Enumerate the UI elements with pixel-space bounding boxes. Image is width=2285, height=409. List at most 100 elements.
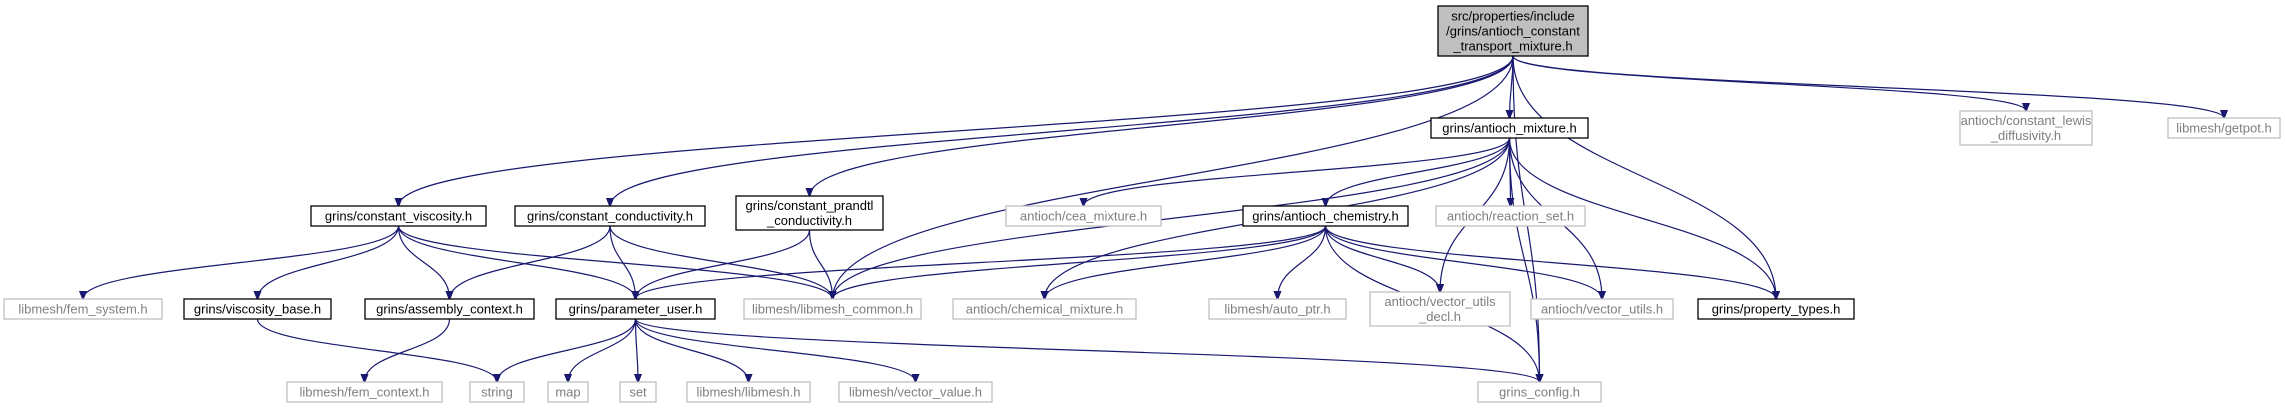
nodes-layer: src/properties/include/grins/antioch_con… xyxy=(3,5,2281,403)
node-box xyxy=(686,381,811,403)
edge-antioch_chemistry-to-vector_utils xyxy=(1324,225,1603,299)
edge-constant_viscosity-to-fem_system xyxy=(83,225,400,299)
edge-root-to-constant_prandtl xyxy=(810,55,1514,196)
node-box xyxy=(555,298,716,320)
node-antioch-lewis: antioch/constant_lewis_diffusivity.h xyxy=(1959,110,2093,146)
node-reaction-set: antioch/reaction_set.h xyxy=(1435,205,1586,227)
node-fem-context: libmesh/fem_context.h xyxy=(286,381,443,403)
node-label-line: grins/constant_prandtl xyxy=(746,198,874,213)
node-libmesh-common: libmesh/libmesh_common.h xyxy=(743,298,922,320)
node-label-line: antioch/reaction_set.h xyxy=(1447,209,1574,224)
node-box xyxy=(1208,298,1347,320)
edge-constant_viscosity-to-viscosity_base xyxy=(258,225,400,299)
node-label-line: grins/assembly_context.h xyxy=(376,302,523,317)
node-box xyxy=(743,298,922,320)
node-set: set xyxy=(619,381,657,403)
node-label-line: _conductivity.h xyxy=(766,213,852,228)
node-auto-ptr: libmesh/auto_ptr.h xyxy=(1208,298,1347,320)
node-label-line: libmesh/libmesh_common.h xyxy=(752,302,913,317)
edge-constant_viscosity-to-libmesh_common xyxy=(397,225,833,299)
node-box xyxy=(1437,5,1589,57)
node-box xyxy=(619,381,657,403)
edge-constant_conductivity-to-libmesh_common xyxy=(609,225,833,299)
node-box xyxy=(2167,117,2281,139)
edge-parameter_user-to-grins_config xyxy=(634,318,1540,382)
node-box xyxy=(735,195,884,231)
node-box xyxy=(3,298,163,320)
node-label-line: libmesh/fem_context.h xyxy=(299,385,429,400)
edge-parameter_user-to-string xyxy=(497,318,637,382)
node-label-line: antioch/constant_lewis xyxy=(1961,113,2092,128)
node-chemical-mixture: antioch/chemical_mixture.h xyxy=(952,298,1137,320)
node-box xyxy=(514,205,706,227)
node-box xyxy=(547,381,589,403)
node-constant-viscosity[interactable]: grins/constant_viscosity.h xyxy=(310,205,487,227)
node-box xyxy=(364,298,535,320)
node-label-line: libmesh/vector_value.h xyxy=(849,385,982,400)
node-label-line: _diffusivity.h xyxy=(1990,128,2061,143)
node-constant-prandtl[interactable]: grins/constant_prandtl_conductivity.h xyxy=(735,195,884,231)
node-fem-system: libmesh/fem_system.h xyxy=(3,298,163,320)
node-label-line: set xyxy=(629,385,647,400)
node-box xyxy=(1005,205,1162,227)
node-label-line: antioch/vector_utils.h xyxy=(1541,302,1663,317)
edge-constant_prandtl-to-parameter_user xyxy=(636,229,811,299)
node-constant-conductivity[interactable]: grins/constant_conductivity.h xyxy=(514,205,706,227)
node-label-line: /grins/antioch_constant xyxy=(1446,24,1580,39)
edge-antioch_chemistry-to-vector_utils_decl xyxy=(1324,225,1441,292)
node-box xyxy=(1242,205,1409,227)
node-box xyxy=(286,381,443,403)
node-vector-utils: antioch/vector_utils.h xyxy=(1530,298,1674,320)
node-libmesh-h: libmesh/libmesh.h xyxy=(686,381,811,403)
node-getpot: libmesh/getpot.h xyxy=(2167,117,2281,139)
node-antioch-mixture[interactable]: grins/antioch_mixture.h xyxy=(1430,117,1589,139)
edge-parameter_user-to-vector_value xyxy=(634,318,916,382)
node-antioch-chemistry[interactable]: grins/antioch_chemistry.h xyxy=(1242,205,1409,227)
node-box xyxy=(1959,110,2093,146)
edge-root-to-constant_viscosity xyxy=(399,55,1514,206)
node-viscosity-base[interactable]: grins/viscosity_base.h xyxy=(183,298,332,320)
node-label-line: libmesh/fem_system.h xyxy=(18,302,147,317)
node-property-types[interactable]: grins/property_types.h xyxy=(1697,298,1855,320)
edge-root-to-property_types xyxy=(1512,55,1776,299)
node-assembly-context[interactable]: grins/assembly_context.h xyxy=(364,298,535,320)
edge-antioch_mixture-to-cea_mixture xyxy=(1084,137,1511,206)
node-label-line: _decl.h xyxy=(1418,309,1461,324)
node-box xyxy=(1530,298,1674,320)
edge-root-to-getpot xyxy=(1512,55,2224,118)
node-box xyxy=(952,298,1137,320)
node-label-line: libmesh/libmesh.h xyxy=(696,385,800,400)
node-string: string xyxy=(469,381,525,403)
node-box xyxy=(310,205,487,227)
node-label-line: grins/antioch_chemistry.h xyxy=(1252,209,1398,224)
node-label-line: antioch/cea_mixture.h xyxy=(1020,209,1147,224)
node-label-line: libmesh/auto_ptr.h xyxy=(1224,302,1330,317)
edge-root-to-constant_conductivity xyxy=(610,55,1514,206)
node-box xyxy=(469,381,525,403)
node-cea-mixture: antioch/cea_mixture.h xyxy=(1005,205,1162,227)
node-box xyxy=(183,298,332,320)
node-label-line: antioch/chemical_mixture.h xyxy=(966,302,1124,317)
node-label-line: grins/constant_viscosity.h xyxy=(325,209,472,224)
node-label-line: string xyxy=(481,385,513,400)
node-vector-utils-decl: antioch/vector_utils_decl.h xyxy=(1369,291,1511,327)
node-label-line: grins/viscosity_base.h xyxy=(194,302,321,317)
node-label-line: _transport_mixture.h xyxy=(1452,39,1572,54)
edge-antioch_chemistry-to-chemical_mixture xyxy=(1045,225,1327,299)
node-root[interactable]: src/properties/include/grins/antioch_con… xyxy=(1437,5,1589,57)
edge-viscosity_base-to-string xyxy=(256,318,498,382)
edge-parameter_user-to-map xyxy=(568,318,637,382)
edge-constant_conductivity-to-assembly_context xyxy=(450,225,611,299)
edge-antioch_mixture-to-antioch_chemistry xyxy=(1326,137,1511,206)
node-vector-value: libmesh/vector_value.h xyxy=(838,381,993,403)
node-box xyxy=(1477,381,1602,403)
edge-constant_viscosity-to-parameter_user xyxy=(397,225,636,299)
node-box xyxy=(838,381,993,403)
node-label-line: src/properties/include xyxy=(1451,9,1575,24)
node-label-line: map xyxy=(555,385,580,400)
edge-constant_prandtl-to-libmesh_common xyxy=(808,229,833,299)
node-parameter-user[interactable]: grins/parameter_user.h xyxy=(555,298,716,320)
edge-root-to-antioch_lewis xyxy=(1512,55,2026,111)
edge-constant_viscosity-to-assembly_context xyxy=(397,225,450,299)
